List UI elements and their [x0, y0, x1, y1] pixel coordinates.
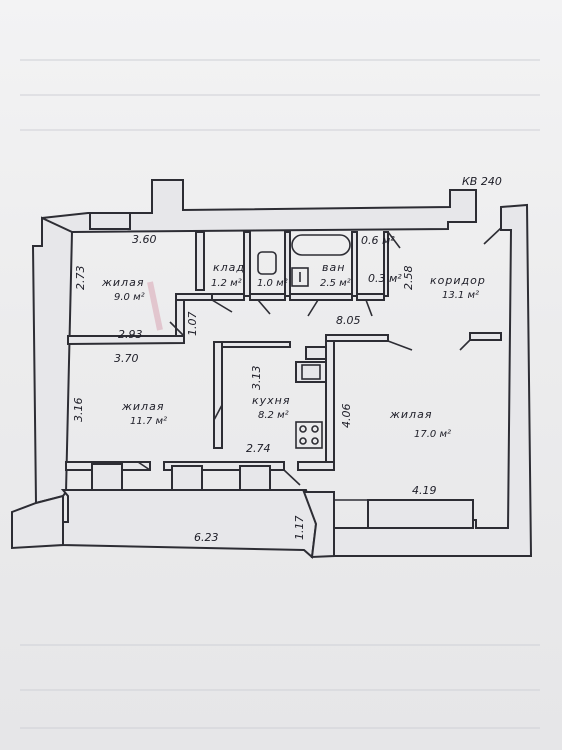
dim-bedroom1-width: 3.60 — [132, 233, 157, 246]
room-bedroom-2-name: жилая — [121, 400, 164, 413]
room-kitchen-area: 8.2 м² — [258, 410, 289, 421]
room-corridor-name: коридор — [430, 274, 486, 287]
dim-niche-2: 0.3 м² — [368, 272, 402, 285]
toilet-icon — [257, 251, 277, 275]
dim-bedroom2-width: 3.70 — [114, 352, 139, 365]
dim-corridor-depth: 2.58 — [402, 266, 415, 291]
dim-kitchen-depth: 3.13 — [250, 366, 263, 391]
dim-niche-1: 0.6 м² — [361, 234, 395, 247]
room-bedroom-3-area: 17.0 м² — [414, 429, 451, 440]
dim-corridor-length: 8.05 — [336, 314, 361, 327]
room-bedroom-2-area: 11.7 м² — [130, 416, 167, 427]
dim-closet-depth: 1.07 — [186, 312, 199, 337]
room-wc-area: 1.0 м² — [257, 278, 288, 289]
fixtures — [257, 234, 351, 449]
dim-bedroom3-width: 4.19 — [412, 484, 437, 497]
dim-bedroom3-depth: 4.06 — [340, 404, 353, 429]
room-storage-area: 1.2 м² — [211, 278, 242, 289]
plan-labels: КВ 240 3.60 2.73 жилая 9.0 м² 2.93 1.07 … — [72, 175, 502, 544]
room-storage-name: клад — [213, 261, 245, 274]
dim-bedroom2-depth: 3.16 — [72, 398, 85, 423]
room-bedroom-1-name: жилая — [101, 276, 144, 289]
sink-icon — [291, 267, 309, 287]
dim-kitchen-width: 2.74 — [246, 442, 271, 455]
room-corridor-area: 13.1 м² — [442, 290, 479, 301]
stove-icon — [295, 421, 323, 449]
dim-bedroom1-bottom: 2.93 — [118, 328, 143, 341]
room-bedroom-1-area: 9.0 м² — [114, 292, 145, 303]
dim-bedroom1-depth: 2.73 — [74, 266, 87, 291]
room-bath-area: 2.5 м² — [320, 278, 351, 289]
apartment-number: КВ 240 — [462, 175, 502, 188]
outer-walls — [11, 179, 533, 559]
room-bath-name: ван — [322, 261, 345, 274]
dim-loggia-length: 6.23 — [194, 531, 219, 544]
bathtub-icon — [291, 234, 351, 256]
background-form-lines — [20, 59, 540, 729]
room-bedroom-3-name: жилая — [389, 408, 432, 421]
dim-loggia-depth: 1.17 — [293, 516, 306, 541]
inner-walls — [65, 212, 502, 529]
room-kitchen-name: кухня — [252, 394, 290, 407]
door-swings — [137, 227, 502, 486]
